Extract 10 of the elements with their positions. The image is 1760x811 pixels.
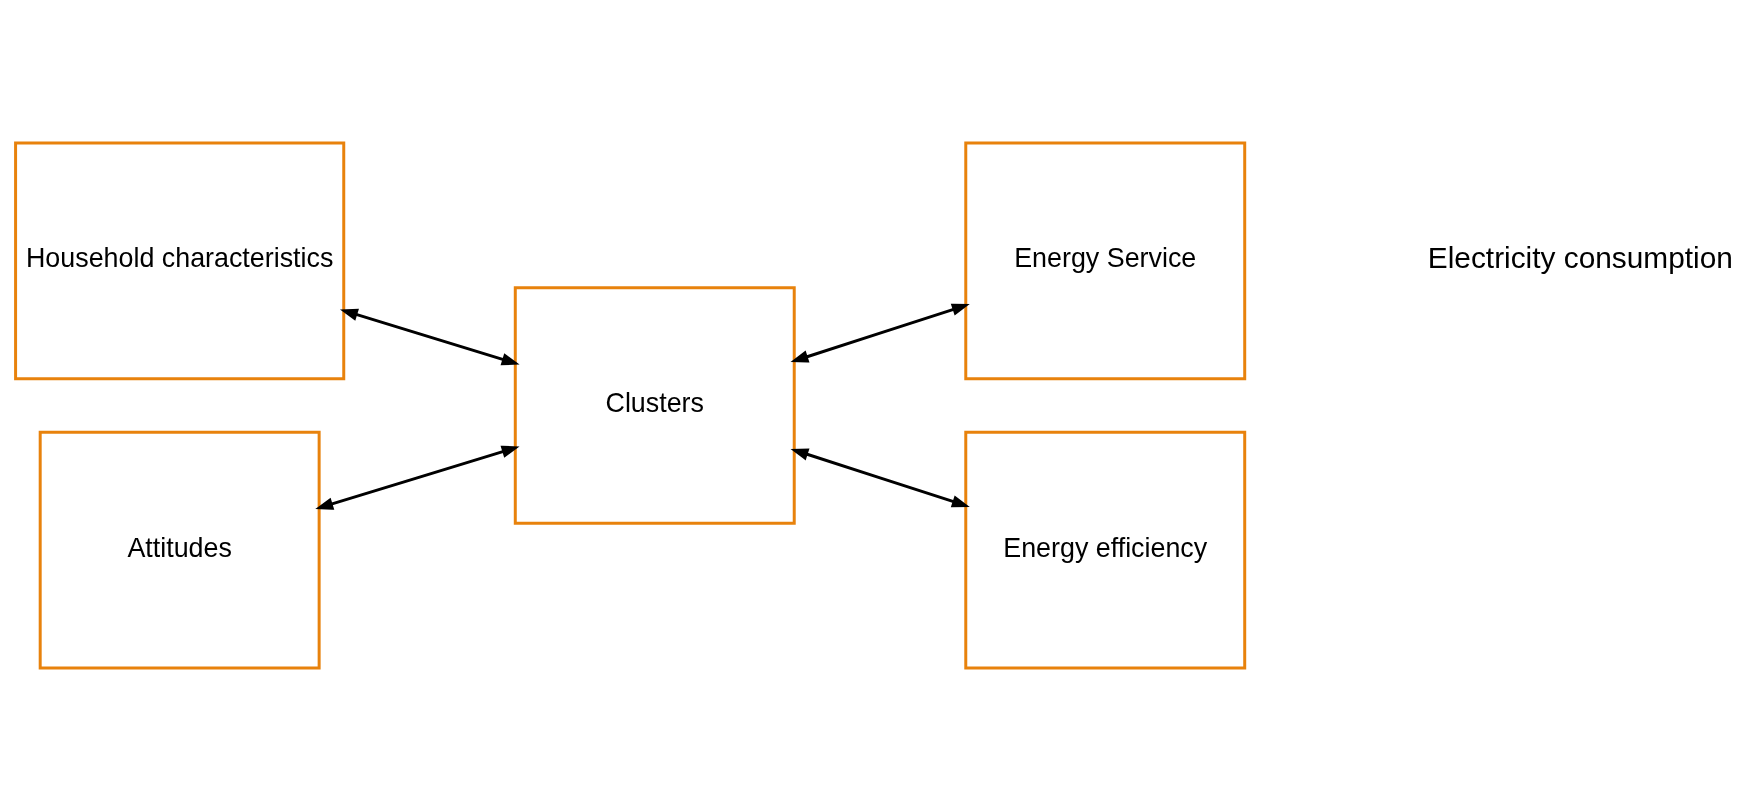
arrow (790, 303, 970, 363)
node-box: Household characteristics (14, 141, 346, 381)
node-box: Energy Service (964, 141, 1247, 381)
node-box: Attitudes (38, 430, 321, 670)
arrow (790, 448, 970, 508)
node-box: Clusters (513, 286, 796, 525)
label: Electricity consumption (1427, 241, 1733, 275)
arrow (339, 308, 520, 366)
arrow (315, 445, 520, 510)
node-box: Energy efficiency (964, 430, 1247, 670)
